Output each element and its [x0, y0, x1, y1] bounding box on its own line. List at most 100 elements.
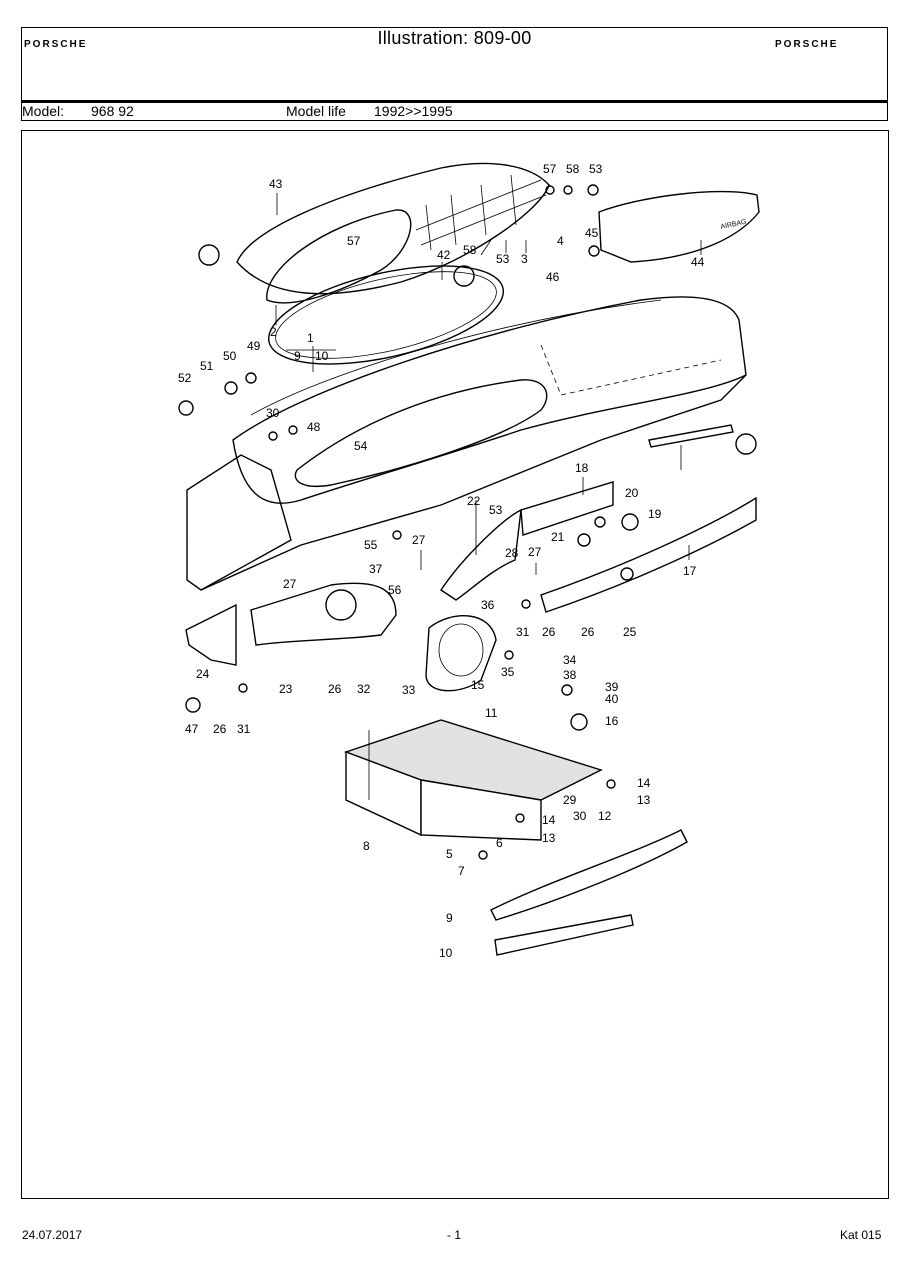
ref-circle-a — [198, 244, 220, 266]
callout-17: 17 — [683, 564, 697, 578]
callout-7: 7 — [458, 864, 465, 878]
page-title: Illustration: 809-00 — [377, 28, 532, 48]
callout-46: 46 — [546, 270, 560, 284]
callout-36: 36 — [481, 598, 495, 612]
callout-52: 52 — [178, 371, 192, 385]
model-label: Model: — [22, 103, 65, 119]
callout-53c: 53 — [489, 503, 503, 517]
exploded-view-frame: AIRBAG — [21, 130, 889, 1199]
callout-35: 35 — [501, 665, 515, 679]
footer-catalog: Kat 015 — [840, 1228, 882, 1242]
callout-3: 3 — [521, 252, 528, 266]
glovebox-handle — [490, 829, 688, 921]
callout-56: 56 — [388, 583, 402, 597]
model-value: 968 92 — [91, 103, 134, 119]
callout-14b: 14 — [542, 813, 556, 827]
callout-47: 47 — [185, 722, 199, 736]
dashboard-body — [186, 296, 747, 591]
callout-26a: 26 — [328, 682, 342, 696]
header-divider — [22, 100, 887, 103]
porsche-logo-right: PORSCHE — [775, 39, 838, 48]
callout-1: 1 — [307, 331, 314, 345]
porsche-logo-left: PORSCHE — [24, 39, 87, 48]
callout-48: 48 — [307, 420, 321, 434]
callout-55: 55 — [364, 538, 378, 552]
callout-37: 37 — [369, 562, 383, 576]
model-row: Model: 968 92 Model life 1992>>1995 — [22, 102, 887, 120]
callout-39: 39 — [605, 680, 619, 694]
callout-10a: 10 — [315, 349, 329, 363]
model-life-label: Model life — [286, 103, 346, 119]
header-box: Illustration: 809-00 PORSCHE PORSCHE Mod… — [21, 27, 888, 121]
callout-16: 16 — [605, 714, 619, 728]
callout-22: 22 — [467, 494, 481, 508]
model-life-value: 1992>>1995 — [374, 103, 453, 119]
callout-50: 50 — [223, 349, 237, 363]
callout-4: 4 — [557, 234, 564, 248]
callout-53a: 53 — [589, 162, 603, 176]
footer-page: - 1 — [447, 1228, 462, 1242]
callout-2: 2 — [270, 325, 277, 339]
callout-58b: 58 — [463, 243, 477, 257]
switch-panel — [520, 481, 614, 536]
callout-19: 19 — [648, 507, 662, 521]
trim-strip — [648, 424, 734, 448]
callout-38: 38 — [563, 668, 577, 682]
callout-27c: 27 — [283, 577, 297, 591]
callout-11: 11 — [485, 706, 498, 720]
callout-53b: 53 — [496, 252, 510, 266]
callout-32: 32 — [357, 682, 371, 696]
callout-12: 12 — [598, 809, 612, 823]
callout-21: 21 — [551, 530, 565, 544]
callout-18: 18 — [575, 461, 589, 475]
callout-51: 51 — [200, 359, 214, 373]
glovebox — [343, 719, 603, 841]
callout-26c: 26 — [581, 625, 595, 639]
brand-left: PORSCHE — [24, 39, 87, 48]
callout-34: 34 — [563, 653, 577, 667]
callout-6: 6 — [496, 836, 503, 850]
airbag-cover — [598, 190, 760, 263]
leader-lines — [275, 193, 702, 800]
exploded-parts-diagram: AIRBAG — [178, 162, 760, 960]
callout-45: 45 — [585, 226, 599, 240]
callout-44: 44 — [691, 255, 705, 269]
speaker-cover — [425, 615, 497, 692]
callout-25: 25 — [623, 625, 637, 639]
callout-14a: 14 — [637, 776, 651, 790]
callout-28: 28 — [505, 546, 519, 560]
callout-54: 54 — [354, 439, 368, 453]
oval-seal — [267, 265, 505, 365]
callout-13b: 13 — [542, 831, 556, 845]
callout-31b: 31 — [237, 722, 251, 736]
callout-49: 49 — [247, 339, 261, 353]
callout-27b: 27 — [528, 545, 542, 559]
callout-57a: 57 — [543, 162, 557, 176]
callout-27a: 27 — [412, 533, 426, 547]
vent-shroud — [236, 162, 550, 304]
callout-23: 23 — [279, 682, 293, 696]
callout-15: 15 — [471, 678, 485, 692]
callout-8: 8 — [363, 839, 370, 853]
footer-date: 24.07.2017 — [22, 1228, 83, 1242]
lower-center-bar — [540, 496, 757, 613]
callout-labels: 43 57 58 53 57 58 53 3 4 45 46 44 42 2 1… — [178, 162, 705, 960]
callout-43: 43 — [269, 177, 283, 191]
callout-29: 29 — [563, 793, 577, 807]
callout-33: 33 — [402, 683, 416, 697]
brand-right: PORSCHE — [775, 39, 838, 48]
side-panel — [185, 603, 237, 666]
callout-31a: 31 — [516, 625, 530, 639]
callout-30a: 30 — [266, 406, 280, 420]
callout-20: 20 — [625, 486, 639, 500]
callout-10b: 10 — [439, 946, 453, 960]
callout-57b: 57 — [347, 234, 361, 248]
center-bracket — [440, 508, 522, 601]
ref-circle-c — [735, 433, 757, 455]
callout-26b: 26 — [542, 625, 556, 639]
callout-26d: 26 — [213, 722, 227, 736]
callout-58a: 58 — [566, 162, 580, 176]
mounting-rail — [494, 914, 634, 956]
callout-9a: 9 — [294, 349, 301, 363]
fasteners — [178, 184, 639, 860]
